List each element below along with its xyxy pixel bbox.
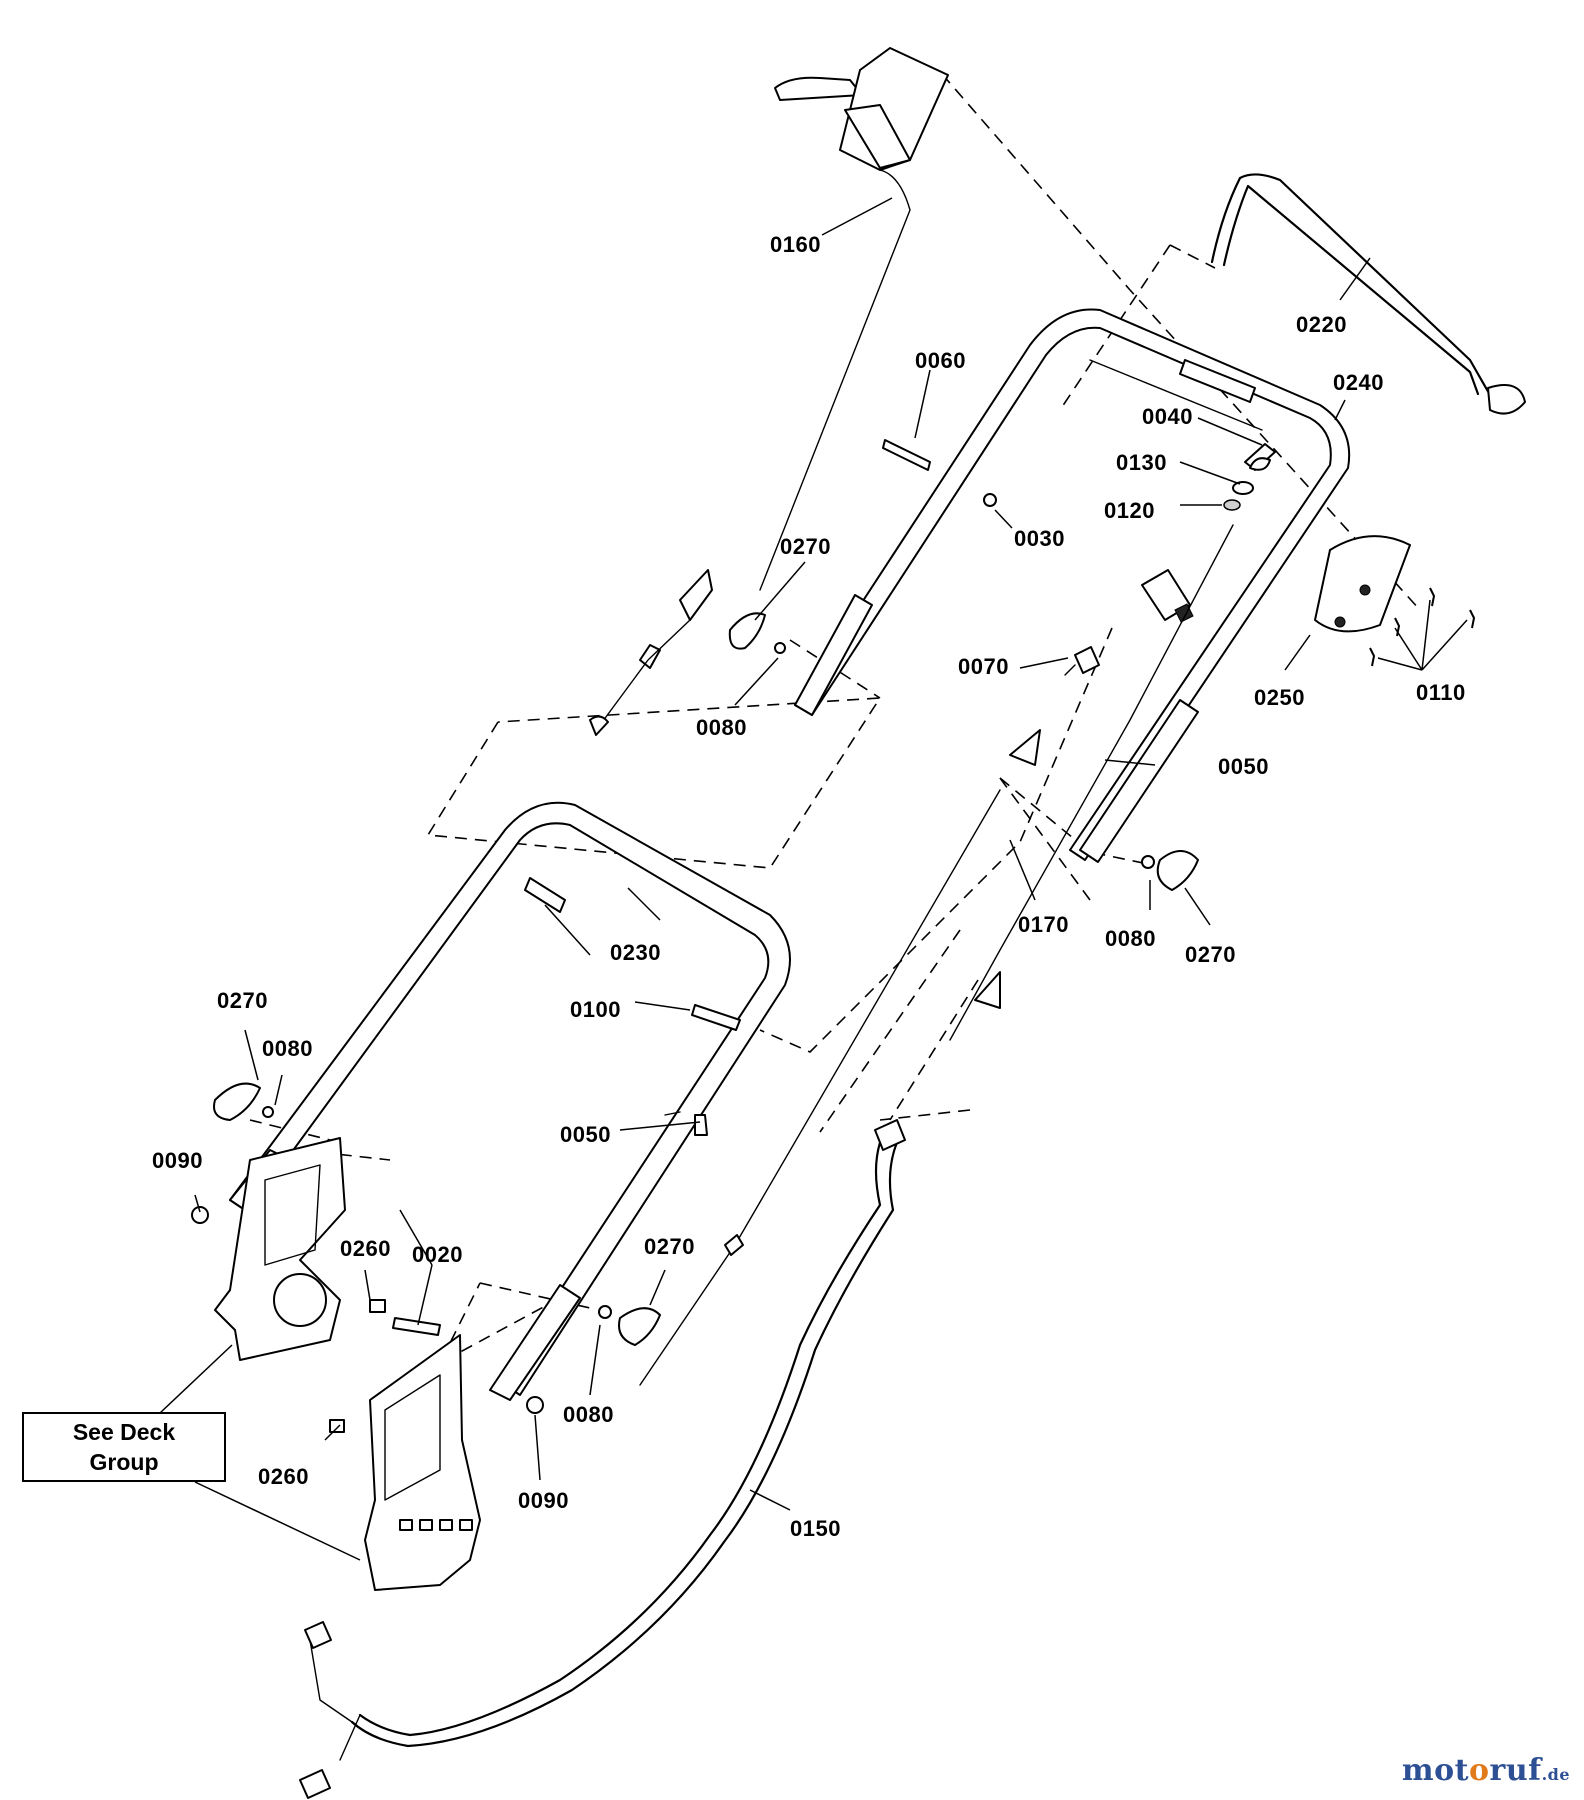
callout-0160: 0160 <box>770 232 821 257</box>
callout-0260-lower: 0260 <box>258 1464 309 1489</box>
callout-0080-lower-left: 0080 <box>262 1036 313 1061</box>
callout-0130: 0130 <box>1116 450 1167 475</box>
callout-labels: 0160 0220 0060 0240 0040 0130 0120 0030 … <box>152 232 1466 1541</box>
knob-right <box>1141 850 1199 891</box>
callout-0080-right: 0080 <box>1105 926 1156 951</box>
callout-0070: 0070 <box>958 654 1009 679</box>
watermark-part-2: o <box>1469 1753 1490 1788</box>
bracket-right <box>329 1334 481 1591</box>
watermark-part-3: ruf <box>1489 1753 1542 1788</box>
callout-0050-lower: 0050 <box>560 1122 611 1147</box>
knob-upper-left <box>728 612 786 654</box>
leader-lines <box>159 197 1468 1561</box>
control-module <box>589 47 949 736</box>
callout-0110: 0110 <box>1416 680 1466 705</box>
watermark-part-1: mot <box>1401 1753 1470 1788</box>
screws <box>1369 587 1475 667</box>
callout-0270-right: 0270 <box>1185 942 1236 967</box>
callout-0270-lower-left: 0270 <box>217 988 268 1013</box>
callout-0260-upper: 0260 <box>340 1236 391 1261</box>
callout-0230: 0230 <box>610 940 661 965</box>
knob-lower-right <box>526 1305 661 1414</box>
callout-0080-lower-right: 0080 <box>563 1402 614 1427</box>
callout-0220: 0220 <box>1296 312 1347 337</box>
wire-harness <box>299 1119 906 1799</box>
cable-0170 <box>639 789 1001 1386</box>
bracket-left <box>214 1137 441 1361</box>
direction-arrows <box>974 729 1041 1009</box>
switch-box <box>949 524 1234 1041</box>
control-panel <box>1314 535 1411 633</box>
bail-bar <box>1210 173 1526 415</box>
note-line-2: Group <box>89 1449 159 1475</box>
bolts-upper <box>882 439 997 507</box>
dashed-guides <box>249 73 1421 1365</box>
ignition-key <box>1223 443 1276 511</box>
callout-0270-lower-right: 0270 <box>644 1234 695 1259</box>
note-line-1: See Deck <box>72 1419 176 1445</box>
callout-0250: 0250 <box>1254 685 1305 710</box>
callout-0090-left: 0090 <box>152 1148 203 1173</box>
callout-0050-right: 0050 <box>1218 754 1269 779</box>
callout-0030: 0030 <box>1014 526 1065 551</box>
callout-0100: 0100 <box>570 997 621 1022</box>
callout-0240: 0240 <box>1333 370 1384 395</box>
callout-0170: 0170 <box>1018 912 1069 937</box>
watermark-tld: .de <box>1541 1765 1570 1784</box>
see-deck-group-note: See Deck Group <box>22 1412 226 1482</box>
callout-0040: 0040 <box>1142 404 1193 429</box>
callout-0090-lower: 0090 <box>518 1488 569 1513</box>
callout-0120: 0120 <box>1104 498 1155 523</box>
watermark-logo: motoruf.de <box>1402 1753 1570 1788</box>
callout-0270-upper: 0270 <box>780 534 831 559</box>
upper-handle <box>794 308 1351 863</box>
knob-lower-left <box>191 1082 274 1224</box>
callout-0080-upper: 0080 <box>696 715 747 740</box>
callout-0060: 0060 <box>915 348 966 373</box>
bolts-lower <box>524 877 741 1136</box>
callout-0020: 0020 <box>412 1242 463 1267</box>
callout-0150: 0150 <box>790 1516 841 1541</box>
